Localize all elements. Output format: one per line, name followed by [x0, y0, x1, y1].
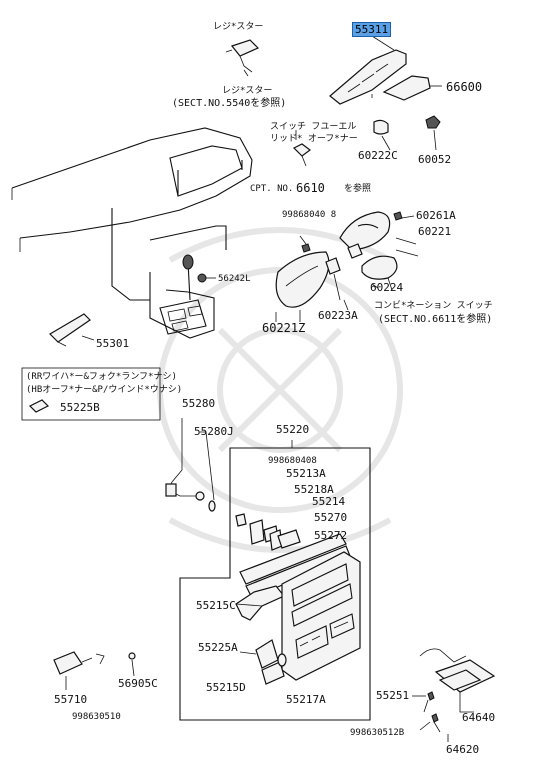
- bracket-55220: [179, 447, 371, 721]
- label-56242l: 56242L: [218, 274, 251, 284]
- label-55301: 55301: [96, 337, 130, 350]
- label-60261a: 60261A: [416, 209, 456, 222]
- part-55311: [329, 49, 407, 105]
- part-55272: [239, 533, 347, 585]
- label-note-1: (RRワイハ*ー&フォク*ランフ*ナシ): [26, 372, 177, 382]
- label-cpt-suffix: を参照: [344, 184, 372, 194]
- label-60223a: 60223A: [318, 309, 358, 322]
- part-60223a: [325, 257, 341, 275]
- label-55215d: 55215D: [206, 681, 246, 694]
- part-55215d: [261, 661, 285, 685]
- label-55251: 55251: [376, 689, 410, 702]
- label-resister-top: レジ*スター: [213, 22, 264, 32]
- label-55225a: 55225A: [198, 641, 238, 654]
- part-60221z: [275, 251, 330, 308]
- label-60224: 60224: [370, 281, 404, 294]
- label-998680408: 998680408: [268, 456, 317, 466]
- label-60052: 60052: [418, 153, 452, 166]
- part-56905c: [128, 652, 136, 660]
- label-55220: 55220: [276, 423, 310, 436]
- label-55225b: 55225B: [60, 401, 100, 414]
- label-55214: 55214: [312, 495, 346, 508]
- label-55311: 55311: [352, 22, 392, 37]
- part-66600: [382, 75, 431, 101]
- leader-lines: [81, 69, 449, 742]
- part-55280-harness: [165, 418, 216, 512]
- part-64640: [419, 648, 496, 733]
- label-55218a: 55218A: [294, 483, 334, 496]
- part-screw-998680408: [235, 513, 247, 527]
- part-55225b: [28, 399, 50, 413]
- label-60221: 60221: [418, 225, 452, 238]
- part-56242l: [197, 273, 207, 283]
- label-55217a: 55217A: [286, 693, 326, 706]
- label-56905c: 56905C: [118, 677, 158, 690]
- label-resister-mid: レジ*スター: [222, 86, 273, 96]
- label-64620: 64620: [446, 743, 480, 756]
- part-55217a: [277, 653, 287, 667]
- label-combi-switch: コンビ*ネーション スイッチ: [374, 301, 493, 311]
- dashboard-outline: [11, 127, 253, 339]
- label-sect-6611: (SECT.NO.6611を参照): [378, 314, 493, 325]
- label-cpt-number: 6610: [296, 181, 325, 195]
- part-55215c: [235, 585, 285, 621]
- part-60052: [425, 115, 441, 129]
- part-55213a: [249, 519, 265, 545]
- label-55710: 55710: [54, 693, 88, 706]
- label-sect-5540: (SECT.NO.5540を参照): [172, 98, 287, 109]
- part-column-cover: [339, 211, 419, 291]
- label-998630510: 998630510: [72, 712, 121, 722]
- part-center-bezel: [281, 551, 361, 681]
- label-55280: 55280: [182, 397, 216, 410]
- part-fuel-lid-switch: [292, 143, 311, 157]
- label-55272: 55272: [314, 529, 348, 542]
- label-60221z: 60221Z: [262, 321, 306, 335]
- label-cpt-prefix: CPT. NO.: [250, 184, 294, 194]
- part-55301: [49, 313, 91, 343]
- label-fuel-lid-switch-1: スイッチ フユーエル: [270, 122, 357, 132]
- label-55215c: 55215C: [196, 599, 236, 612]
- part-60222c: [373, 119, 389, 135]
- part-resister: [225, 39, 260, 73]
- label-64640: 64640: [462, 711, 496, 724]
- part-55710: [53, 651, 83, 675]
- label-998630512b: 998630512B: [350, 728, 405, 738]
- part-55270: [277, 529, 301, 549]
- label-note-2: (HBオーフ*ナー&P/ウインド*ウナシ): [26, 385, 183, 395]
- label-fuel-lid-switch-2: リッド* オーフ*ナー: [270, 134, 358, 144]
- note-box: [21, 367, 161, 421]
- label-55270: 55270: [314, 511, 348, 524]
- label-99868040b: 99868040 8: [282, 210, 337, 220]
- label-60222c: 60222C: [358, 149, 398, 162]
- label-66600: 66600: [446, 80, 483, 94]
- label-55213a: 55213A: [286, 467, 326, 480]
- label-55280j: 55280J: [194, 425, 234, 438]
